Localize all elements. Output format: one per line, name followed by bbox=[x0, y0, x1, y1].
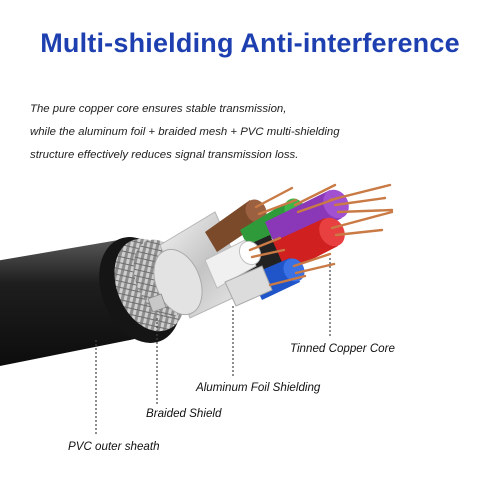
leader-lines bbox=[95, 258, 331, 436]
wire-grey bbox=[224, 265, 273, 307]
description-line-3: structure effectively reduces signal tra… bbox=[30, 149, 299, 161]
page-title: Multi-shielding Anti-interference bbox=[40, 28, 460, 58]
copper-core-strands bbox=[248, 183, 394, 287]
label-pvc-outer-sheath: PVC outer sheath bbox=[68, 440, 160, 453]
description: The pure copper core ensures stable tran… bbox=[30, 98, 490, 167]
label-aluminum-foil-shielding: Aluminum Foil Shielding bbox=[196, 381, 321, 394]
label-tinned-copper-core: Tinned Copper Core bbox=[290, 342, 395, 355]
description-line-2: while the aluminum foil + braided mesh +… bbox=[30, 126, 340, 138]
description-line-1: The pure copper core ensures stable tran… bbox=[30, 103, 287, 115]
label-braided-shield: Braided Shield bbox=[146, 407, 222, 420]
